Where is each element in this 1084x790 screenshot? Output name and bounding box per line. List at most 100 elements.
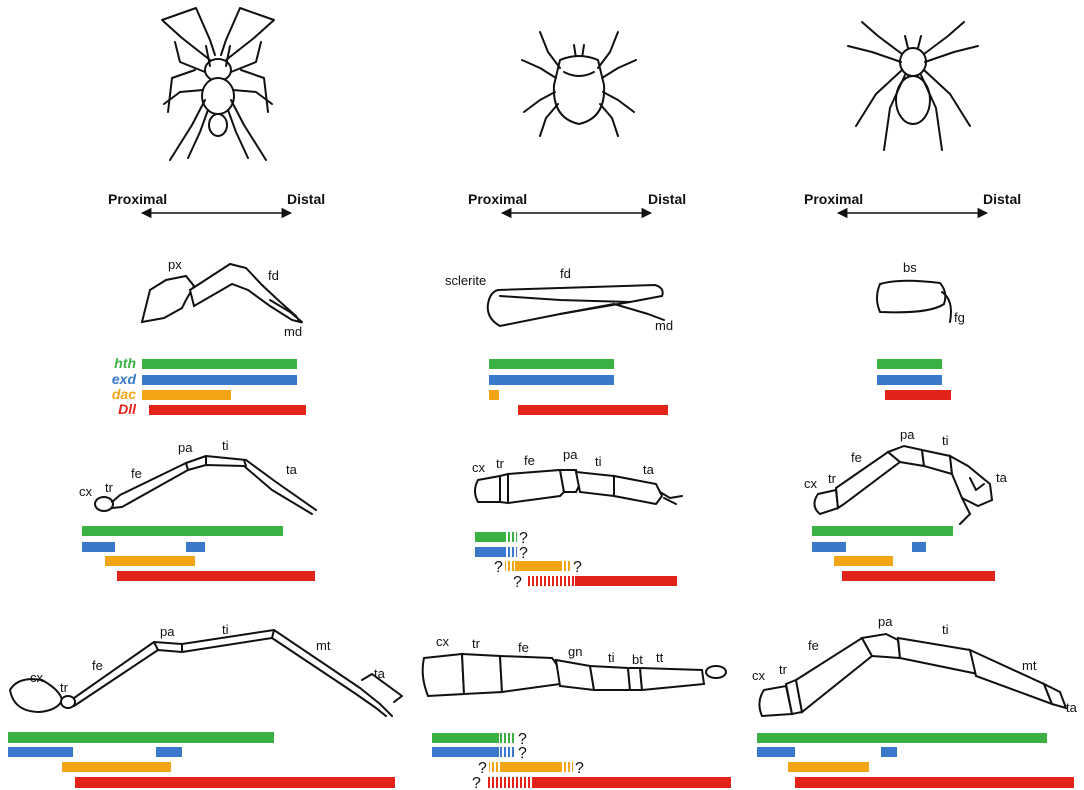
question-mark: ? (519, 545, 528, 562)
bar-dac-uncertain (505, 561, 515, 571)
pedipalp-pa-label: pa (178, 440, 193, 455)
chelicera-px-label: px (168, 257, 182, 272)
leg-gn-label: gn (568, 644, 582, 659)
bar-hth (82, 526, 283, 536)
bar-dll (149, 405, 306, 415)
bar-exd (142, 375, 297, 385)
bar-dac-uncertain (561, 762, 573, 772)
bar-exd-uncertain (505, 547, 517, 557)
leg-bars (8, 732, 1074, 788)
bar-hth-uncertain (505, 532, 517, 542)
pedipalp-tr-label: tr (105, 480, 114, 495)
question-mark: ? (513, 574, 522, 591)
pedipalp-cx-label: cx (804, 476, 818, 491)
bar-exd (82, 542, 115, 552)
leg-cx-label: cx (30, 670, 44, 685)
leg-pa-label: pa (160, 624, 175, 639)
chelicera-bars (142, 359, 951, 415)
bar-dll (518, 405, 668, 415)
proximal-label: Proximal (804, 191, 863, 207)
chelicera-md-label: md (284, 324, 302, 339)
bar-dll (885, 390, 951, 400)
gene-label-hth: hth (114, 355, 136, 371)
bar-hth (142, 359, 297, 369)
gene-label-dac: dac (112, 386, 136, 402)
bar-dll (842, 571, 995, 581)
leg-col2: cx tr fe gn ti bt tt (423, 634, 726, 696)
pedipalp-ta-label: ta (643, 462, 655, 477)
pedipalp-tr-label: tr (828, 471, 837, 486)
question-mark: ? (573, 559, 582, 576)
bar-hth (757, 733, 1047, 743)
pedipalp-col3: cx tr fe pa ti ta (804, 427, 1008, 524)
leg-ta-label: ta (374, 666, 386, 681)
gene-label-exd: exd (112, 371, 137, 387)
pedipalp-pa-label: pa (563, 447, 578, 462)
bar-hth-uncertain (499, 733, 516, 743)
pedipalp-fe-label: fe (524, 453, 535, 468)
question-mark: ? (518, 745, 527, 762)
axis-col3: Proximal Distal (804, 191, 1021, 213)
chelicera-fd-label: fd (268, 268, 279, 283)
bar-dll (532, 777, 731, 788)
bar-exd (877, 375, 942, 385)
leg-ti-label: ti (608, 650, 615, 665)
pedipalp-fe-label: fe (851, 450, 862, 465)
distal-label: Distal (983, 191, 1021, 207)
axis-col1: Proximal Distal (108, 191, 325, 213)
proximal-label: Proximal (468, 191, 527, 207)
distal-label: Distal (648, 191, 686, 207)
axis-col2: Proximal Distal (468, 191, 686, 213)
bar-exd (489, 375, 614, 385)
chelicera-fg-label: fg (954, 310, 965, 325)
leg-tt-label: tt (656, 650, 664, 665)
bar-exd (881, 747, 897, 757)
question-mark: ? (472, 775, 481, 790)
leg-cx-label: cx (752, 668, 766, 683)
leg-cx-label: cx (436, 634, 450, 649)
pedipalp-col2: cx tr fe pa ti ta (472, 447, 682, 504)
bar-dll (575, 576, 677, 586)
bar-dll (795, 777, 1074, 788)
chelicera-bs-label: bs (903, 260, 917, 275)
bar-exd (812, 542, 846, 552)
question-mark: ? (575, 760, 584, 777)
pedipalp-ti-label: ti (942, 433, 949, 448)
pedipalp-cx-label: cx (79, 484, 93, 499)
mite-illustration (522, 32, 636, 136)
bar-dac (788, 762, 869, 772)
chelicera-col3: bs fg (877, 260, 965, 325)
leg-mt-label: mt (316, 638, 331, 653)
pedipalp-tr-label: tr (496, 456, 505, 471)
leg-fe-label: fe (808, 638, 819, 653)
pedipalp-col1: cx tr fe pa ti ta (79, 438, 316, 514)
bar-dac-uncertain (561, 561, 571, 571)
distal-label: Distal (287, 191, 325, 207)
bar-dll (117, 571, 315, 581)
bar-exd (432, 747, 499, 757)
pedipalp-ta-label: ta (996, 470, 1008, 485)
gene-legend: hth exd dac Dll (112, 355, 137, 417)
bar-exd (156, 747, 182, 757)
bar-dac (489, 390, 499, 400)
leg-tr-label: tr (60, 680, 69, 695)
bar-exd (475, 547, 505, 557)
chelicera-fd-label: fd (560, 266, 571, 281)
bar-exd-uncertain (499, 747, 516, 757)
leg-ti-label: ti (942, 622, 949, 637)
bar-exd (8, 747, 73, 757)
chelicera-md-label: md (655, 318, 673, 333)
leg-tr-label: tr (472, 636, 481, 651)
bar-hth (489, 359, 614, 369)
bar-dac (501, 762, 561, 772)
bar-exd (912, 542, 926, 552)
bar-hth (475, 532, 505, 542)
leg-pa-label: pa (878, 614, 893, 629)
bar-dll (75, 777, 395, 788)
leg-fe-label: fe (518, 640, 529, 655)
bar-hth (8, 732, 274, 743)
chelicera-col1: px fd md (142, 257, 302, 339)
leg-tr-label: tr (779, 662, 788, 677)
bar-hth (432, 733, 499, 743)
